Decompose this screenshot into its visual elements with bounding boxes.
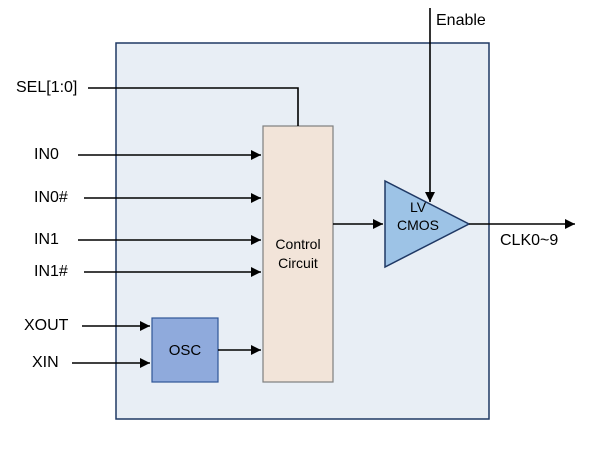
in1b-label: IN1# [34,263,68,280]
lvcmos-buffer-triangle [384,179,471,269]
osc-box [151,317,219,383]
xout-label: XOUT [24,317,69,334]
in0-label: IN0 [34,146,59,163]
enable-label: Enable [436,12,486,29]
sel-wire [88,87,299,126]
sel-label: SEL[1:0] [16,79,78,96]
control-circuit-box [262,125,334,383]
xin-label: XIN [32,354,59,371]
clk-output-label: CLK0~9 [500,232,559,249]
in1-label: IN1 [34,231,59,248]
in0b-label: IN0# [34,189,68,206]
